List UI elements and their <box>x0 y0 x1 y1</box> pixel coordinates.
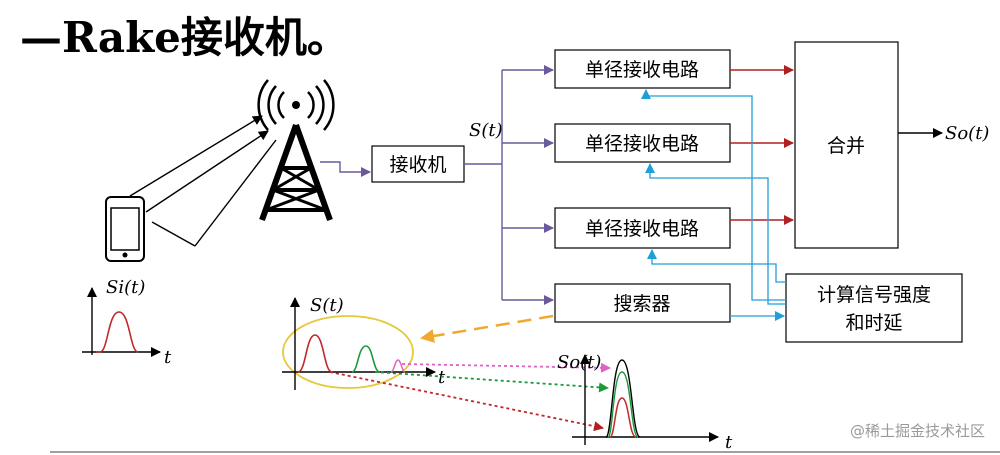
combiner-label: 合并 <box>827 135 865 157</box>
input-signal-label: S(t) <box>469 120 503 141</box>
time-axis-label: t <box>725 432 733 453</box>
output-arrows <box>730 65 794 225</box>
page-title: —Rake接收机。 <box>20 13 349 62</box>
alignment-arrows <box>329 362 611 432</box>
tower-to-receiver-arrow <box>320 161 371 177</box>
receiver-label: 接收机 <box>389 154 446 176</box>
search-arrow <box>420 314 554 343</box>
control-lines <box>641 89 786 321</box>
watermark: @稀土掘金技术社区 <box>850 422 985 440</box>
path-circuit-1: 单径接收电路 <box>554 49 731 89</box>
path-circuit-2: 单径接收电路 <box>554 123 731 163</box>
path-circuit-label: 单径接收电路 <box>585 218 699 240</box>
calc-label-line1: 计算信号强度 <box>817 284 931 306</box>
searcher-label: 搜索器 <box>613 293 670 315</box>
combined-plot: So(t) t <box>557 352 733 453</box>
distribution-lines <box>464 65 554 305</box>
calc-block: 计算信号强度 和时延 <box>785 273 963 343</box>
combined-signal-label: So(t) <box>557 352 601 373</box>
path-circuit-3: 单径接收电路 <box>554 207 731 249</box>
path-circuit-label: 单径接收电路 <box>585 59 699 81</box>
combiner-block: 合并 <box>794 41 899 249</box>
tower-icon <box>257 79 335 222</box>
path-circuit-label: 单径接收电路 <box>585 133 699 155</box>
transmit-signal-label: Si(t) <box>106 277 145 298</box>
received-signal-label: S(t) <box>310 295 344 316</box>
output-signal-label: So(t) <box>945 123 989 144</box>
time-axis-label: t <box>164 347 172 368</box>
phone-icon <box>105 196 145 262</box>
delay-window-ellipse <box>282 315 414 389</box>
searcher-block: 搜索器 <box>554 283 731 323</box>
received-plot: S(t) t <box>282 295 446 390</box>
transmit-plot: Si(t) t <box>82 277 172 368</box>
calc-label-line2: 和时延 <box>845 312 902 334</box>
receiver-block: 接收机 <box>371 145 465 183</box>
multipath-lines <box>129 115 277 247</box>
